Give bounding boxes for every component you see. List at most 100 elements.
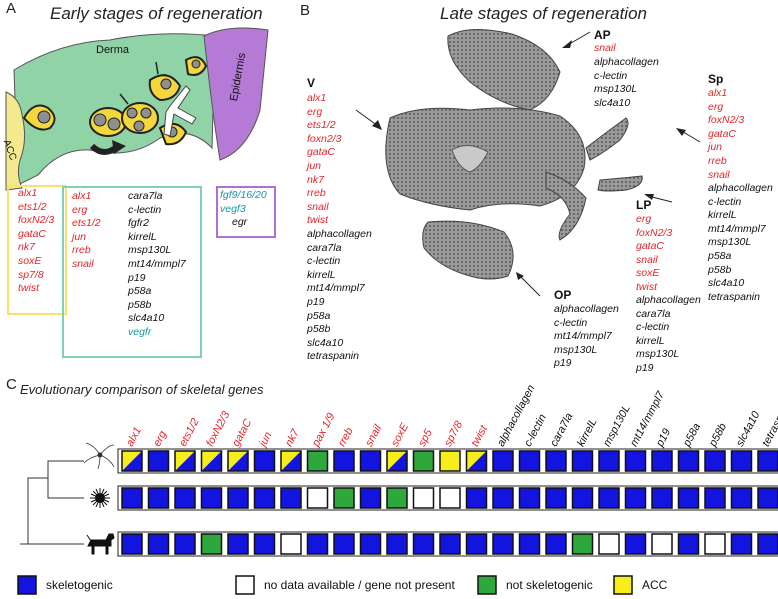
matrix-cell: [147, 450, 170, 472]
legend-label: not skeletogenic: [506, 578, 593, 592]
matrix-cell: [757, 450, 778, 472]
matrix-cell: [465, 487, 488, 509]
matrix-cell: [412, 533, 435, 555]
matrix-cell: [253, 450, 276, 472]
matrix-cell: [253, 487, 276, 509]
matrix-cell: [704, 487, 726, 509]
gene-label: kirrelL: [636, 334, 665, 347]
gene-label: p58b: [128, 298, 152, 311]
matrix-cell: [518, 533, 541, 555]
matrix-cell: [386, 487, 408, 509]
matrix-cell: [757, 487, 778, 509]
gene-label: ets1/2: [72, 217, 101, 230]
gene-label: jun: [708, 141, 723, 154]
panel-c-letter: C: [6, 376, 17, 393]
cell-1: [22, 104, 56, 131]
matrix-cell: [571, 487, 594, 509]
phylogeny-tree: [20, 460, 84, 545]
matrix-cell: [545, 487, 567, 509]
lp-arm: [545, 171, 587, 241]
matrix-cell: [677, 450, 700, 472]
matrix-cell: [730, 533, 753, 555]
sp-plate: [585, 117, 629, 161]
v-center: [451, 145, 489, 173]
gene-label: sp7/8: [18, 268, 44, 281]
gene-label: egr: [232, 216, 248, 228]
gene-label: c-lectin: [554, 316, 588, 329]
matrix-cell: [306, 450, 329, 472]
gene-label: p19: [128, 271, 146, 284]
matrix-cell: [439, 487, 461, 509]
gene-label: p19: [307, 295, 325, 308]
spicule: [163, 85, 197, 137]
matrix-row-frame: [117, 485, 778, 511]
matrix-cell: [677, 487, 700, 509]
gene-label: alphacollagen: [708, 182, 773, 194]
gene-label: mt14/mmpl7: [708, 222, 766, 235]
gene-label: p19: [554, 357, 572, 370]
brittle-star-icon: [83, 442, 115, 470]
matrix-cell: [704, 533, 726, 555]
ap-plate: [447, 28, 561, 111]
gene-label: foxN2/3: [18, 214, 55, 227]
gene-label: rreb: [72, 244, 91, 257]
gene-label: twist: [18, 282, 39, 295]
gene-label: c-lectin: [594, 69, 628, 82]
gene-label: p58a: [307, 309, 331, 322]
sp-label: Sp: [708, 72, 724, 86]
gene-label: kirrelL: [708, 209, 737, 222]
matrix-cell: [730, 487, 753, 509]
matrix-cell: [359, 533, 382, 555]
matrix-cell: [757, 533, 778, 555]
matrix-cell-skeletogenic: [281, 451, 301, 471]
matrix-cell-skeletogenic: [201, 451, 222, 471]
gene-label: c-lectin: [708, 195, 742, 208]
matrix-cell: [677, 533, 700, 555]
acc-gene-box: [7, 185, 67, 315]
gene-label: msp130L: [708, 236, 752, 249]
gene-label: fgf9/16/20: [220, 189, 267, 201]
ap-red-list: snail: [594, 42, 616, 56]
matrix-cell: [518, 487, 541, 509]
gene-label: slc4a10: [307, 336, 344, 349]
matrix-cell: [492, 533, 514, 555]
gene-label: msp130L: [554, 343, 598, 356]
matrix-cell: [200, 450, 223, 472]
matrix-cell: [121, 450, 143, 472]
lp-plate: [597, 175, 643, 192]
gene-label: p58b: [307, 323, 331, 336]
matrix-cell: [598, 487, 620, 509]
derma-teal-list: vegfr: [128, 326, 151, 340]
gene-label: twist: [307, 214, 328, 227]
matrix-cell-skeletogenic: [122, 451, 142, 471]
matrix-cell: [147, 533, 170, 555]
v-label: V: [307, 76, 316, 90]
gene-label: soxE: [18, 254, 42, 267]
derma-label: Derma: [96, 44, 130, 56]
gene-label: erg: [307, 105, 323, 118]
matrix-cell: [333, 487, 355, 509]
gene-label: c-lectin: [128, 203, 162, 216]
gene-label: alx1: [307, 92, 327, 104]
matrix-cell: [333, 450, 355, 472]
matrix-cell: [598, 450, 620, 472]
matrix-cell: [492, 487, 514, 509]
gene-label: c-lectin: [307, 255, 341, 268]
gene-label: snail: [636, 253, 658, 266]
matrix-cell: [306, 533, 329, 555]
panel-a-title: Early stages of regeneration: [50, 4, 263, 23]
legend-swatch: [235, 575, 255, 595]
gene-label: msp130L: [128, 244, 172, 257]
matrix-cell: [571, 533, 594, 555]
matrix-cell: [386, 450, 408, 472]
gene-label: erg: [636, 213, 652, 225]
